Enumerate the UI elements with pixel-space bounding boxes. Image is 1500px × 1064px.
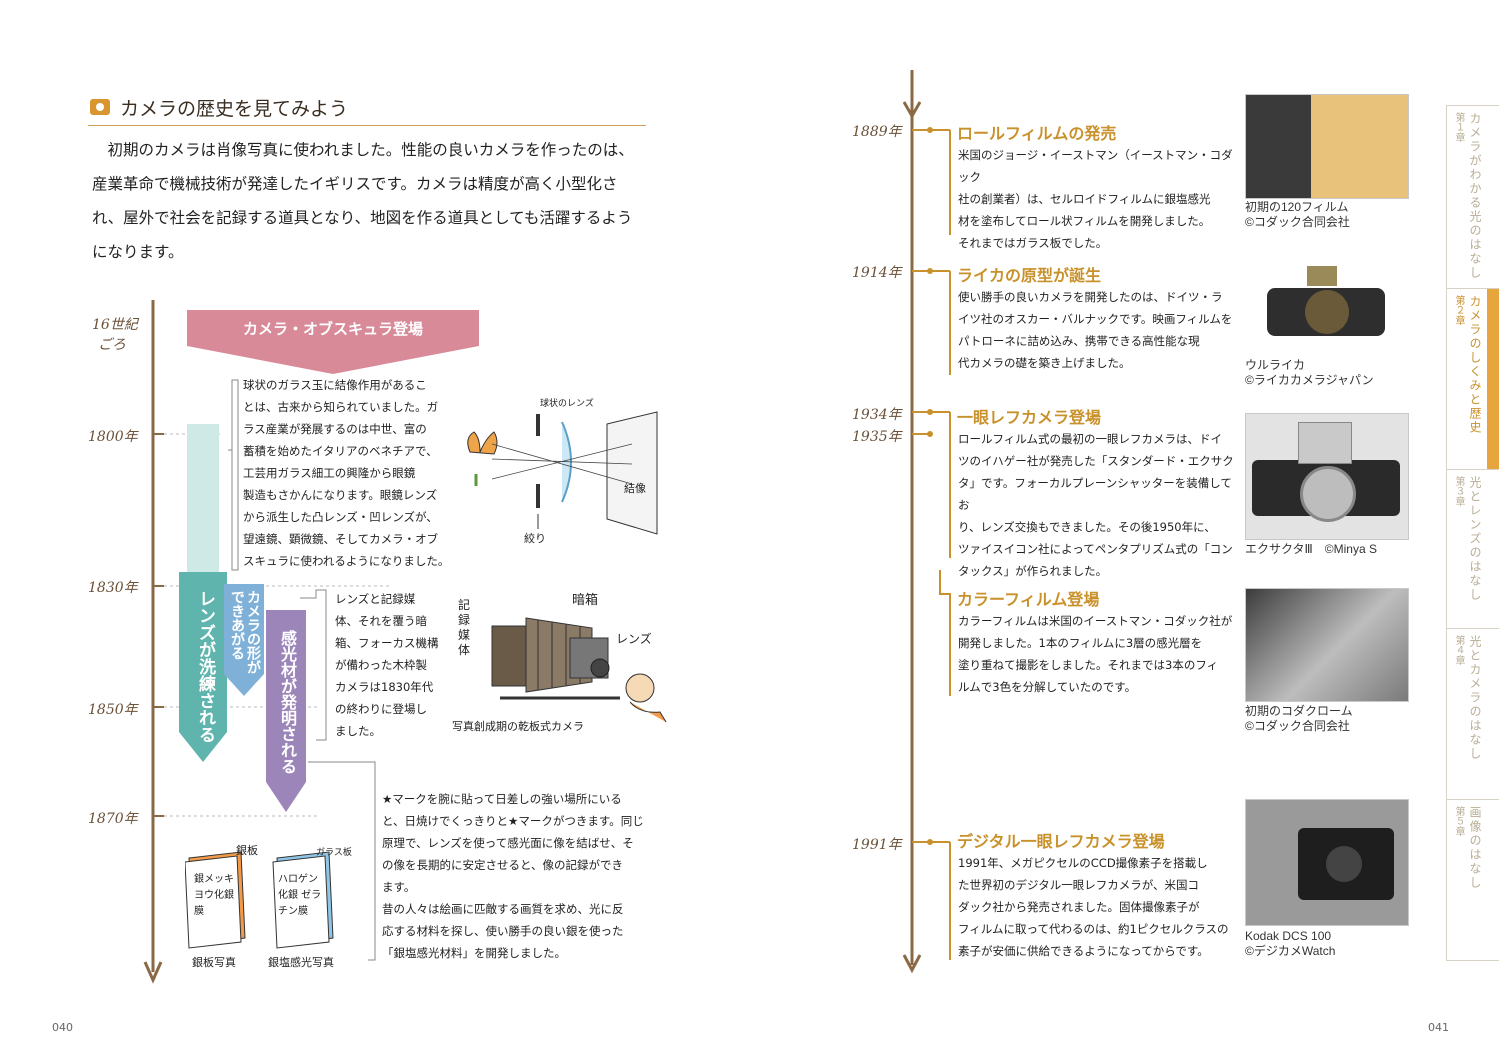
ill-image-label: 結像	[624, 482, 646, 495]
caption-ur-leica: ウルライカ©ライカカメラジャパン	[1245, 358, 1374, 387]
plate-glass-label: ガラス板	[316, 848, 352, 858]
year-1870: 1870年	[88, 811, 138, 827]
event-digital-slr-title: デジタル一眼レフカメラ登場	[957, 832, 1165, 851]
event-color-film-text: カラーフィルムは米国のイーストマン・コダック社が開発しました。1本のフィルムに3…	[958, 614, 1233, 694]
plate-1-text: 銀メッキ ヨウ化銀膜	[194, 874, 234, 917]
year-1889: 1889年	[852, 124, 902, 140]
active-tab-marker	[1487, 289, 1499, 469]
ill-camera-caption: 写真創成期の乾板式カメラ	[452, 720, 584, 733]
year-1991: 1991年	[852, 837, 902, 853]
obscura-period-bar	[187, 424, 219, 574]
year-1914: 1914年	[852, 265, 902, 281]
chapter-tab-5[interactable]: 第５章 画像のはなし	[1446, 799, 1499, 961]
lens-bar-label: レンズが洗練される	[195, 590, 215, 743]
caption-120-film: 初期の120フィルム©コダック合同会社	[1245, 200, 1350, 229]
event-slr-title: 一眼レフカメラ登場	[957, 408, 1102, 427]
camera-icon	[90, 99, 110, 115]
caption-exakta: エクサクタⅢ ©Minya S	[1245, 542, 1377, 556]
camera-obscura-banner-shape	[187, 310, 479, 374]
intro-paragraph: 初期のカメラは肖像写真に使われました。性能の良いカメラを作ったのは、 産業革命で…	[92, 142, 634, 261]
event-leica-title: ライカの原型が誕生	[957, 266, 1102, 285]
ill-media-label: 記録媒体	[458, 598, 471, 657]
page-number-left: 040	[52, 1021, 73, 1034]
chapter-tab-2[interactable]: 第２章 カメラのしくみと歴史	[1446, 288, 1499, 469]
chapter-tab-4[interactable]: 第４章 光とカメラのはなし	[1446, 628, 1499, 799]
note-obscura: 球状のガラス玉に結像作用があることは、古来から知られていました。ガ ラス産業が発…	[243, 378, 450, 568]
year-1800: 1800年	[88, 429, 138, 445]
plate-silver-label: 銀板	[236, 844, 258, 857]
chapter-tab-3[interactable]: 第３章 光とレンズのはなし	[1446, 469, 1499, 628]
event-leica-text: 使い勝手の良いカメラを開発したのは、ドイツ・ライツ社のオスカー・バルナックです。…	[958, 290, 1233, 370]
year-1934: 1934年	[852, 407, 902, 423]
section-heading: カメラの歴史を見てみよう	[120, 98, 349, 120]
ill-lens2-label: レンズ	[616, 632, 652, 646]
plate-1-caption: 銀板写真	[192, 956, 236, 969]
year-1830: 1830年	[88, 580, 138, 596]
page-number-right: 041	[1428, 1021, 1449, 1034]
year-16c: 16世紀	[92, 317, 138, 333]
event-digital-slr-text: 1991年、メガピクセルのCCD撮像素子を搭載した世界初のデジタル一眼レフカメラ…	[958, 856, 1229, 958]
event-color-film-title: カラーフィルム登場	[957, 590, 1100, 609]
plate-2-text: ハロゲン化銀 ゼラチン膜	[278, 874, 322, 917]
camera-obscura-banner: カメラ・オブスキュラ登場	[242, 320, 423, 338]
lens-illustration	[467, 411, 658, 535]
photo-ur-leica	[1245, 244, 1407, 347]
year-1850: 1850年	[88, 702, 138, 718]
heading-rule	[88, 125, 646, 126]
ill-dark-label: 暗箱	[572, 593, 599, 608]
caption-kodachrome: 初期のコダクローム©コダック合同会社	[1245, 704, 1353, 733]
year-1935: 1935年	[852, 429, 902, 445]
ill-stop-label: 絞り	[524, 532, 546, 545]
chapter-tab-1[interactable]: 第１章 カメラがわかる光のはなし	[1446, 105, 1499, 288]
shape-bar-shape	[224, 584, 264, 696]
photo-bar-shape	[266, 610, 306, 812]
photo-bar-label: 感光材が発明される	[278, 630, 297, 774]
ill-lens-label: 球状のレンズ	[540, 399, 594, 409]
event-roll-film-text: 米国のジョージ・イーストマン（イーストマン・コダック社の創業者）は、セルロイドフ…	[958, 148, 1233, 250]
shape-bar-label-2: できあがる	[229, 590, 245, 660]
photo-kodachrome	[1245, 588, 1409, 702]
year-16c-note: ごろ	[98, 337, 126, 353]
note-camera-body: レンズと記録媒体、それを覆う暗 箱、フォーカス機構が備わった木枠製 カメラは18…	[335, 592, 439, 738]
plate-2-caption: 銀塩感光写真	[268, 956, 334, 969]
lens-bar-shape	[179, 572, 227, 762]
plates-illustration	[185, 851, 334, 949]
note-photosensitive: ★マークを腕に貼って日差しの強い場所にいると、日焼けでくっきりと★マークがつきま…	[382, 792, 644, 960]
photo-exakta	[1245, 413, 1409, 540]
caption-kodak-dcs100: Kodak DCS 100©デジカメWatch	[1245, 929, 1336, 958]
plate-camera-illustration	[491, 617, 667, 723]
event-roll-film-title: ロールフィルムの発売	[957, 124, 1117, 143]
photo-kodak-dcs100	[1245, 799, 1409, 926]
shape-bar-label-1: カメラの形が	[245, 590, 261, 674]
right-timeline	[902, 70, 951, 974]
event-slr-text: ロールフィルム式の最初の一眼レフカメラは、ドイツのイハゲー社が発売した「スタンダ…	[958, 432, 1234, 578]
photo-120-film	[1245, 94, 1409, 199]
